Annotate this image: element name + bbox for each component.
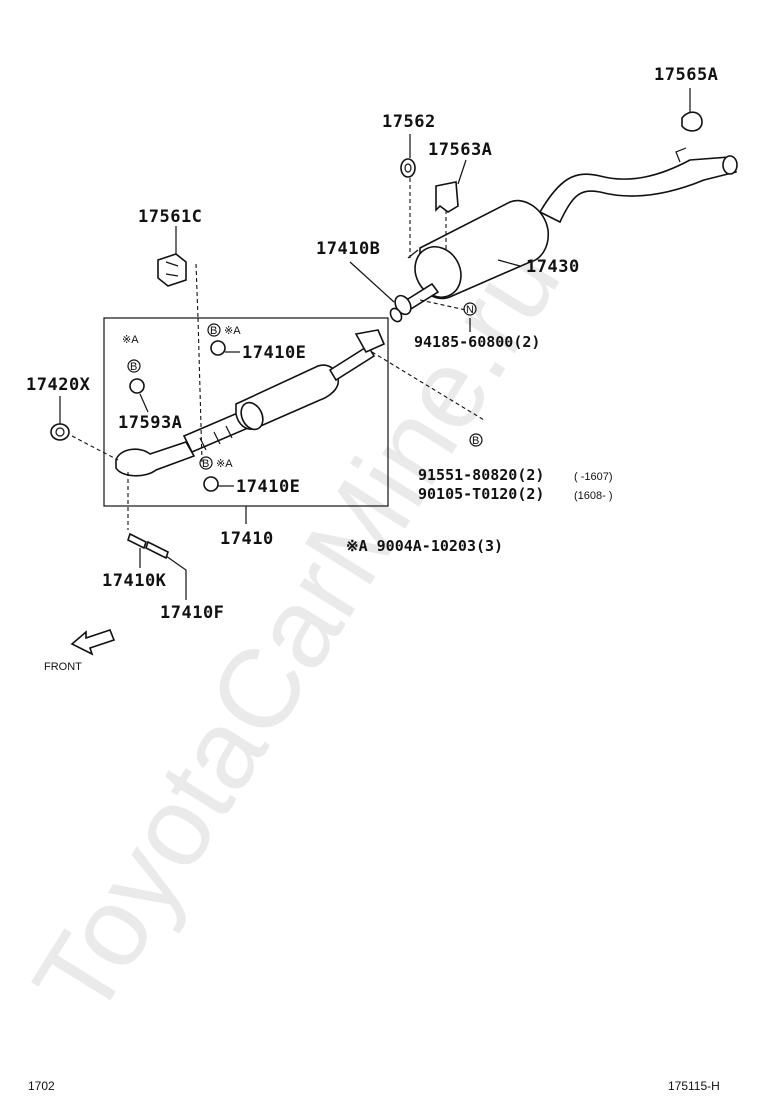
label-17410K: 17410K bbox=[102, 571, 167, 591]
label-17561C: 17561C bbox=[138, 207, 202, 227]
note-a-2: ※A bbox=[224, 325, 241, 337]
rear-muffler-assembly bbox=[389, 147, 738, 323]
hanger-17563A bbox=[435, 181, 459, 213]
marker-n: N bbox=[463, 302, 477, 316]
clamp-17410E-top bbox=[210, 340, 226, 356]
label-17430: 17430 bbox=[526, 257, 580, 277]
footer-right: 175115-H bbox=[668, 1079, 720, 1093]
front-pipe-assembly bbox=[115, 329, 386, 477]
front-arrow-icon bbox=[70, 629, 116, 656]
front-label: FRONT bbox=[44, 661, 82, 673]
label-17410F: 17410F bbox=[160, 603, 224, 623]
hanger-17562 bbox=[400, 158, 416, 178]
marker-b-3: B bbox=[199, 456, 213, 470]
label-17410B: 17410B bbox=[316, 239, 380, 259]
label-94185: 94185-60800(2) bbox=[414, 333, 540, 351]
label-90105-range: (1608- ) bbox=[574, 490, 613, 502]
clamp-17410E-bottom bbox=[203, 476, 219, 492]
label-17410E-bottom: 17410E bbox=[236, 477, 300, 497]
marker-b-2: B bbox=[207, 323, 221, 337]
svg-text:B: B bbox=[130, 361, 137, 373]
label-91551: 91551-80820(2) bbox=[418, 466, 544, 484]
hanger-17561C bbox=[157, 253, 187, 287]
guide-bolt bbox=[371, 351, 485, 421]
svg-text:N: N bbox=[466, 304, 474, 316]
label-17563A: 17563A bbox=[428, 140, 492, 160]
label-9004A: ※A 9004A-10203(3) bbox=[346, 537, 503, 555]
hanger-17565A bbox=[681, 111, 703, 132]
label-17410E-top: 17410E bbox=[242, 343, 306, 363]
gasket-17420X bbox=[50, 423, 70, 441]
label-17565A: 17565A bbox=[654, 65, 718, 85]
guide-nut bbox=[419, 299, 467, 311]
svg-text:B: B bbox=[472, 435, 479, 447]
clamp-17593A bbox=[129, 378, 145, 394]
note-a-1: ※A bbox=[122, 334, 139, 346]
label-90105: 90105-T0120(2) bbox=[418, 485, 544, 503]
sensor-17410K bbox=[127, 532, 169, 560]
svg-text:B: B bbox=[202, 458, 209, 470]
label-17420X: 17420X bbox=[26, 375, 91, 395]
label-91551-range: ( -1607) bbox=[574, 471, 613, 483]
note-a-3: ※A bbox=[216, 458, 233, 470]
label-17593A: 17593A bbox=[118, 413, 182, 433]
marker-b-1: B bbox=[127, 359, 141, 373]
guide-17561C bbox=[195, 263, 203, 463]
marker-b-4: B bbox=[469, 433, 483, 447]
label-17562: 17562 bbox=[382, 112, 436, 132]
footer-left: 1702 bbox=[28, 1079, 55, 1093]
guide-17420X bbox=[71, 435, 119, 461]
svg-text:B: B bbox=[210, 325, 217, 337]
label-17410: 17410 bbox=[220, 529, 274, 549]
